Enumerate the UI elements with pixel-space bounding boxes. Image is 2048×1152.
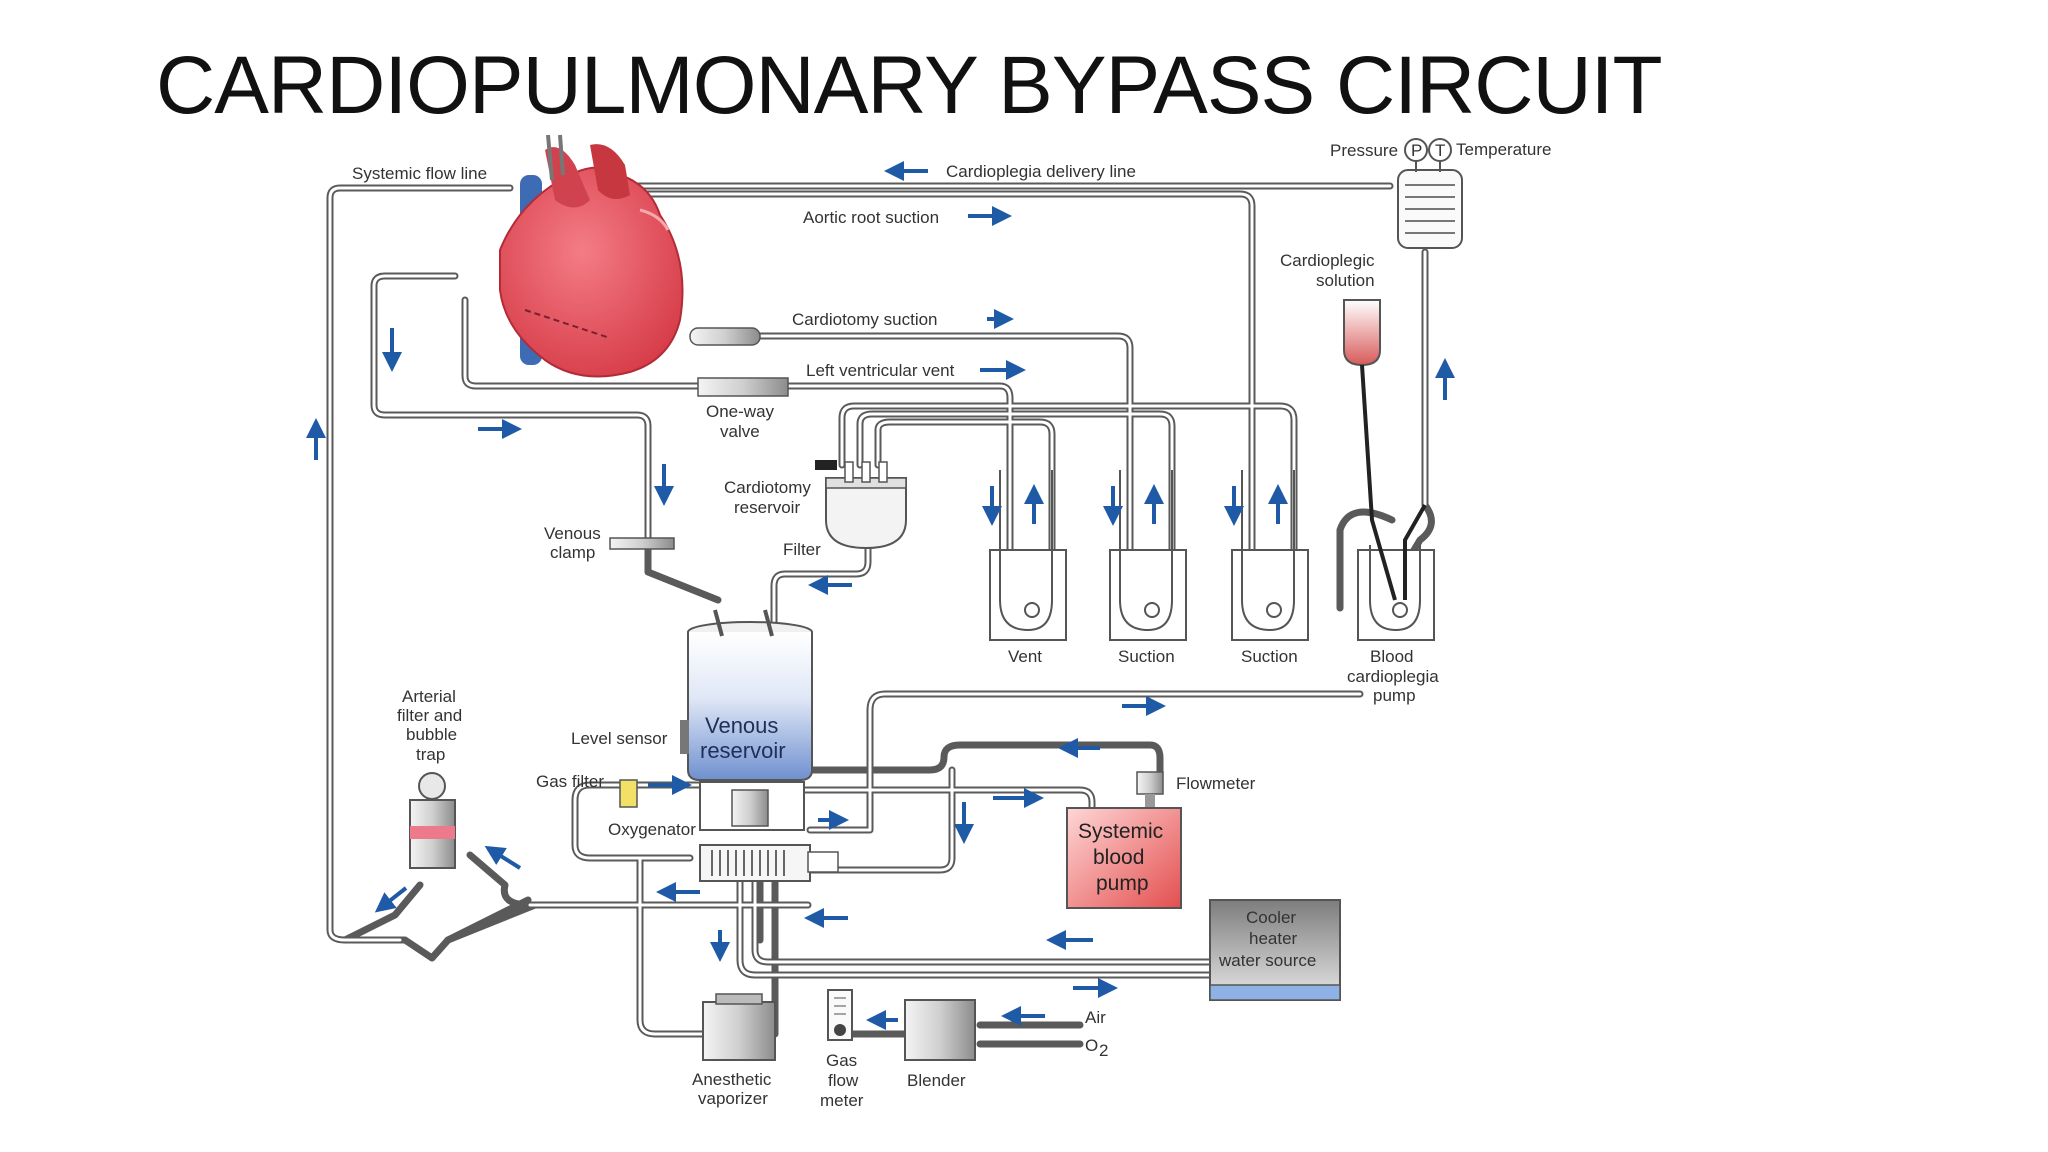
label-aortic-root-suction: Aortic root suction [803,208,939,227]
label-gas-flow-meter-3: meter [820,1091,864,1110]
blender [904,999,976,1061]
level-sensor [680,720,689,754]
label-one-way-valve-2: valve [720,422,760,441]
label-systemic-blood-pump-2: blood [1093,846,1144,869]
label-cardioplegic-solution-1: Cardioplegic [1280,251,1375,270]
label-venous-reservoir-1: Venous [705,713,778,738]
label-arterial-filter-2: filter and [397,706,462,725]
cooler-heater-water-source [1209,899,1341,1001]
flowmeter [1136,771,1164,808]
gas-flow-meter [827,989,853,1041]
flow-arrows [306,161,1455,1030]
label-blood-cardioplegia-pump-3: pump [1373,686,1416,705]
label-venous-reservoir-2: reservoir [700,738,786,763]
venous-reservoir [680,609,813,831]
label-cardioplegia-delivery-line: Cardioplegia delivery line [946,162,1136,181]
label-cooler-heater-1: Cooler [1246,908,1296,927]
label-venous-clamp-1: Venous [544,524,601,543]
oxygenator [699,844,839,882]
label-o2: O [1085,1036,1098,1055]
label-anesthetic-vaporizer-2: vaporizer [698,1089,768,1108]
label-flowmeter: Flowmeter [1176,774,1256,793]
one-way-valve [697,377,789,397]
label-o2-subscript: 2 [1099,1041,1108,1060]
label-suction-1: Suction [1118,647,1175,666]
heart [499,134,684,378]
anesthetic-vaporizer [702,993,776,1061]
cardiotomy-reservoir [815,460,907,550]
label-blender: Blender [907,1071,966,1090]
label-anesthetic-vaporizer-1: Anesthetic [692,1070,772,1089]
label-cardioplegic-solution-2: solution [1316,271,1375,290]
label-suction-2: Suction [1241,647,1298,666]
label-pressure: Pressure [1330,141,1398,160]
label-systemic-flow-line: Systemic flow line [352,164,487,183]
label-blood-cardioplegia-pump-1: Blood [1370,647,1413,666]
cardioplegia-heat-exchanger: P T [1397,138,1463,249]
label-systemic-blood-pump-1: Systemic [1078,820,1163,843]
label-cardiotomy-reservoir-2: reservoir [734,498,800,517]
labels: Systemic flow line Cardioplegia delivery… [352,140,1551,1110]
label-cardiotomy-suction: Cardiotomy suction [792,310,938,329]
label-level-sensor: Level sensor [571,729,668,748]
label-vent: Vent [1008,647,1042,666]
label-temperature: Temperature [1456,140,1551,159]
label-filter: Filter [783,540,821,559]
label-cooler-heater-2: heater [1249,929,1298,948]
pressure-symbol: P [1411,141,1422,160]
label-cardiotomy-reservoir-1: Cardiotomy [724,478,811,497]
label-gas-flow-meter-2: flow [828,1071,859,1090]
arterial-filter-bubble-trap [409,772,456,869]
label-arterial-filter-3: bubble [406,725,457,744]
label-cooler-heater-3: water source [1218,951,1316,970]
label-oxygenator: Oxygenator [608,820,696,839]
label-gas-flow-meter-1: Gas [826,1051,857,1070]
label-one-way-valve-1: One-way [706,402,775,421]
label-venous-clamp-2: clamp [550,543,595,562]
label-left-ventricular-vent: Left ventricular vent [806,361,955,380]
gas-filter [619,779,638,808]
label-gas-filter: Gas filter [536,772,604,791]
venous-clamp [609,537,675,550]
label-blood-cardioplegia-pump-2: cardioplegia [1347,667,1439,686]
temperature-symbol: T [1435,141,1445,160]
cardiotomy-suction-cannula [689,327,761,346]
label-arterial-filter-1: Arterial [402,687,456,706]
label-air: Air [1085,1008,1106,1027]
systemic-blood-pump [1066,807,1182,909]
label-systemic-blood-pump-3: pump [1096,872,1149,895]
label-arterial-filter-4: trap [416,745,445,764]
tubing [326,182,1435,1048]
roller-pumps [989,549,1435,641]
cardioplegic-solution-bag [1343,299,1427,601]
slide-title: CARDIOPULMONARY BYPASS CIRCUIT [156,40,1663,131]
